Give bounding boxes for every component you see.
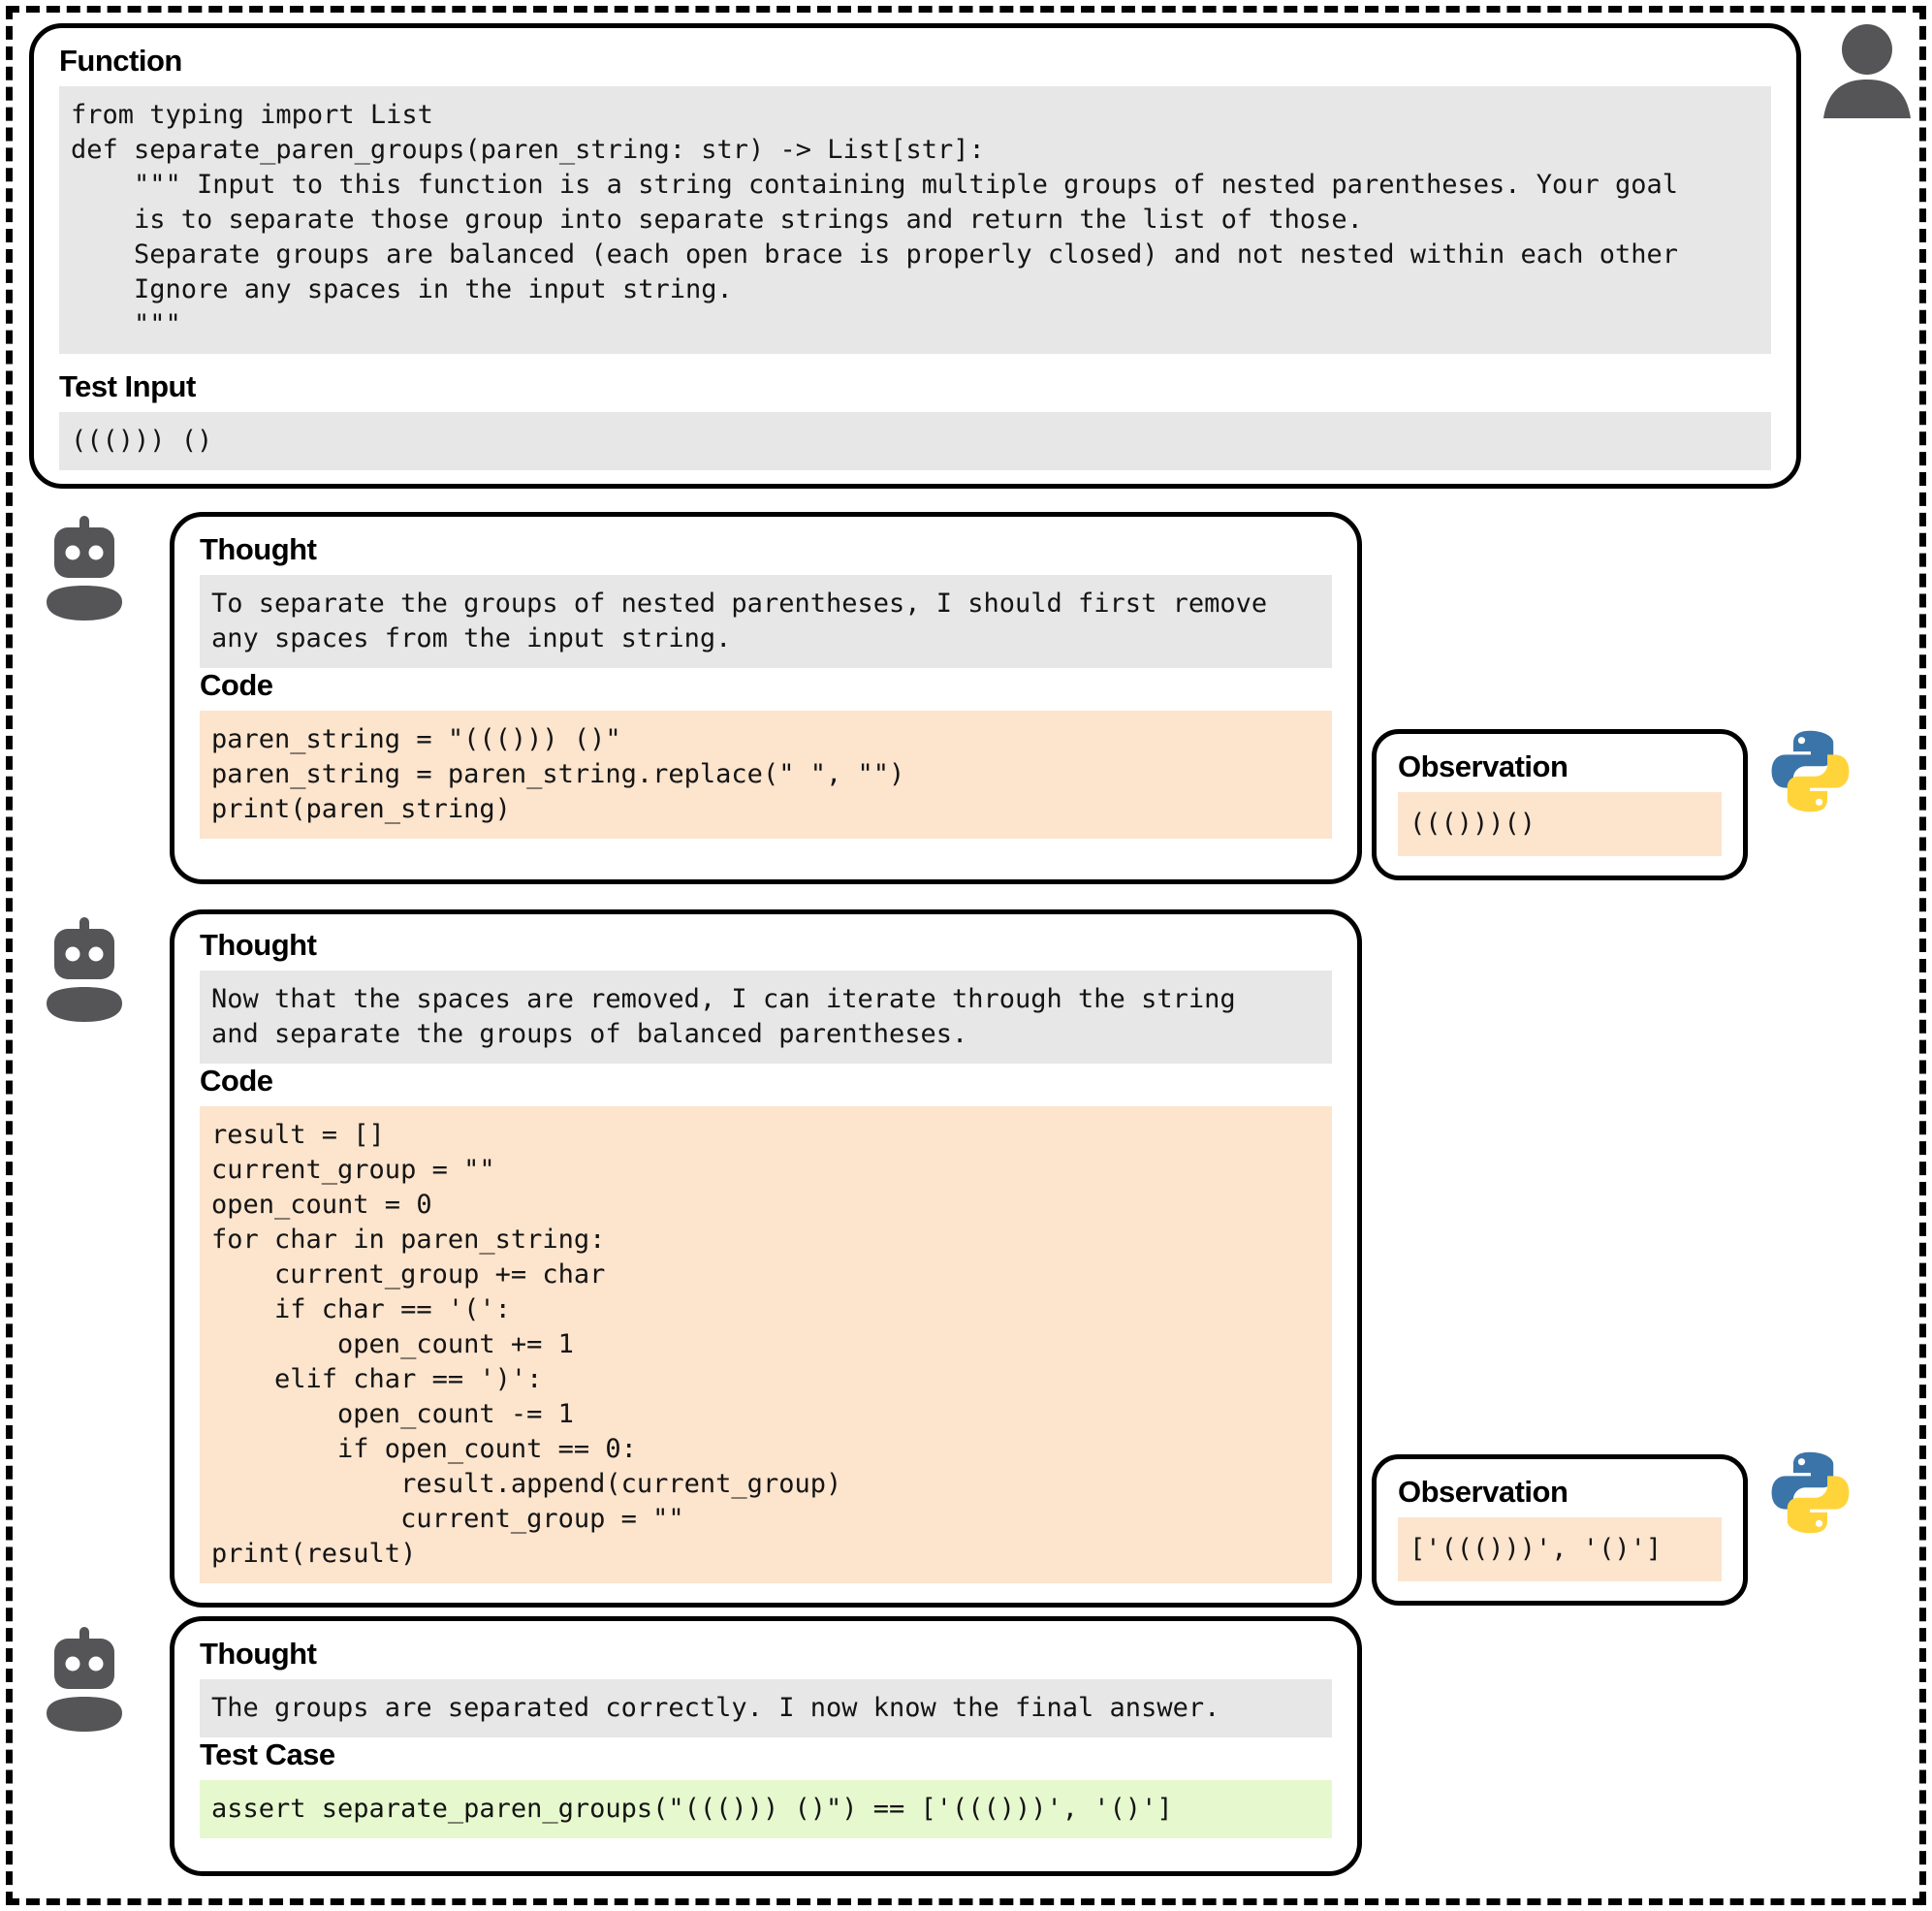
thought-title: Thought (200, 532, 317, 566)
thought-title: Thought (200, 928, 317, 962)
code-title: Code (200, 1064, 273, 1098)
agent-step-3: Thought The groups are separated correct… (170, 1616, 1362, 1876)
test-case-block: assert separate_paren_groups("((())) ()"… (200, 1780, 1332, 1838)
agent-step-2: Thought Now that the spaces are removed,… (170, 909, 1362, 1608)
python-logo-icon (1764, 725, 1856, 817)
observation-title: Observation (1398, 1475, 1568, 1509)
observation-panel-2: Observation ['((()))', '()'] (1372, 1454, 1748, 1606)
function-title: Function (59, 44, 182, 78)
observation-value-block: ['((()))', '()'] (1398, 1517, 1722, 1581)
thought-text-block: To separate the groups of nested parenth… (200, 575, 1332, 668)
user-icon (1821, 23, 1914, 118)
test-case-title: Test Case (200, 1737, 335, 1771)
test-input-title: Test Input (59, 369, 196, 403)
code-title: Code (200, 668, 273, 702)
agent-step-1: Thought To separate the groups of nested… (170, 512, 1362, 884)
code-block: result = [] current_group = "" open_coun… (200, 1106, 1332, 1583)
function-code-block: from typing import List def separate_par… (59, 86, 1771, 354)
python-logo-icon (1764, 1447, 1856, 1539)
observation-value-block: ((()))() (1398, 792, 1722, 856)
code-block: paren_string = "((())) ()" paren_string … (200, 711, 1332, 839)
thought-text-block: The groups are separated correctly. I no… (200, 1679, 1332, 1737)
robot-icon (41, 1627, 128, 1732)
robot-icon (41, 917, 128, 1022)
thought-title: Thought (200, 1637, 317, 1671)
thought-text-block: Now that the spaces are removed, I can i… (200, 971, 1332, 1064)
observation-panel-1: Observation ((()))() (1372, 729, 1748, 880)
function-panel: Function from typing import List def sep… (29, 23, 1801, 489)
test-input-block: ((())) () (59, 412, 1771, 470)
observation-title: Observation (1398, 749, 1568, 783)
robot-icon (41, 516, 128, 621)
